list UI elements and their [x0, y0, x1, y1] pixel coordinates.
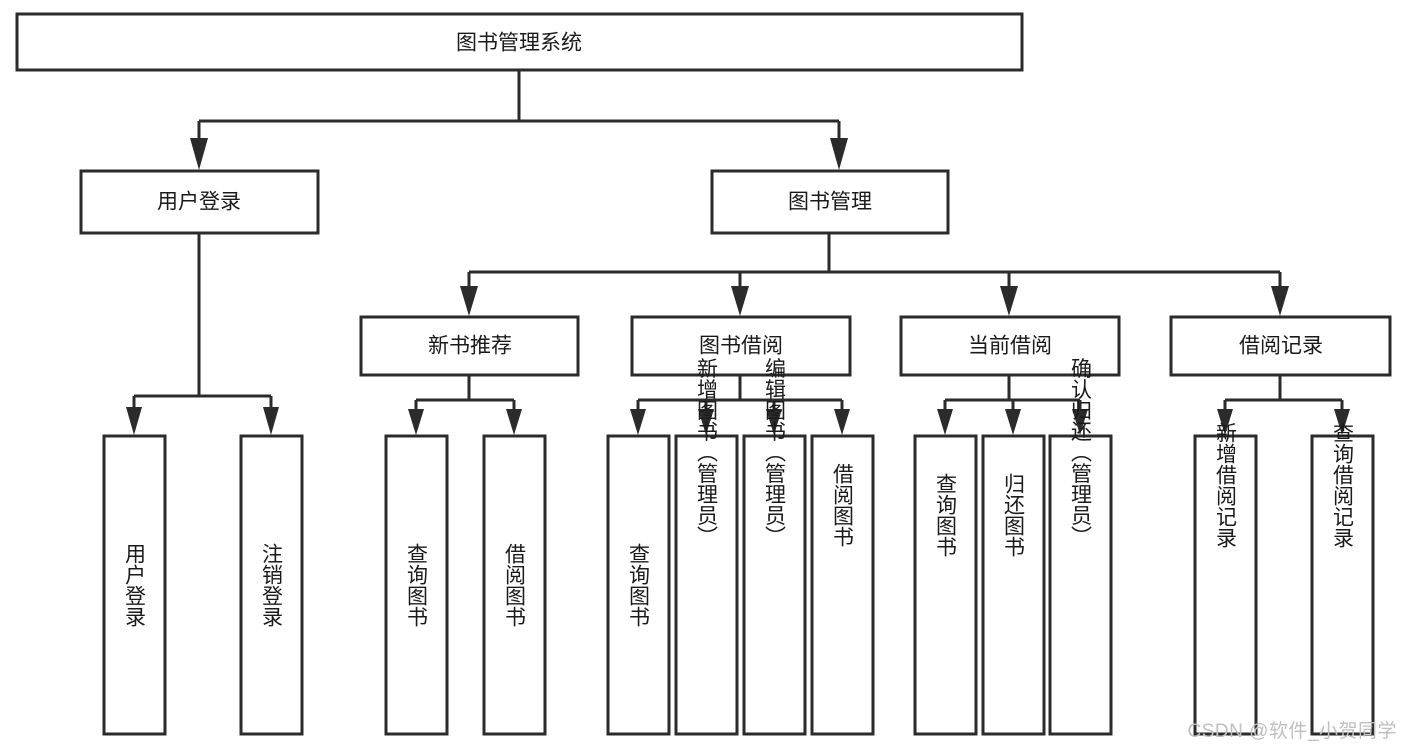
leaf-borrow-book-1-label: 借阅图书 — [503, 543, 527, 627]
leaf-node[interactable]: 用户登录 — [102, 434, 167, 736]
arrow-head-to-current-borrow — [1000, 286, 1018, 316]
node-user-login-box[interactable] — [79, 169, 320, 235]
node-current-borrow-box[interactable] — [899, 315, 1121, 377]
leaf-node[interactable]: 查询图书 — [913, 434, 978, 736]
node-book-management[interactable]: 图书管理 — [710, 169, 950, 235]
node-current-borrow-label: 当前借阅 — [968, 335, 1052, 358]
leaf-node[interactable]: 新增借阅记录 — [1193, 422, 1258, 736]
leaf-query-book-2-box[interactable] — [606, 434, 671, 736]
node-book-borrow-box[interactable] — [630, 315, 852, 377]
leaf-node[interactable]: 归还图书 — [981, 434, 1046, 736]
arrow-head-to-login — [190, 138, 208, 170]
leaf-add-record-box[interactable] — [1193, 434, 1258, 736]
connector-group-root — [190, 70, 848, 170]
arrow-head-leaf-query-book-3 — [937, 409, 953, 435]
node-borrow-record-label: 借阅记录 — [1239, 335, 1323, 358]
arrow-head-leaf-query-book-2 — [630, 409, 646, 435]
leaf-node[interactable]: 新增图书（管理员） — [674, 358, 739, 736]
leaf-query-book-2-label: 查询图书 — [627, 543, 651, 627]
leaf-add-record-label: 新增借阅记录 — [1214, 422, 1238, 548]
leaf-logout-box[interactable] — [239, 434, 304, 736]
leaf-node[interactable]: 借阅图书 — [810, 434, 875, 736]
leaf-node[interactable]: 查询图书 — [384, 434, 449, 736]
leaf-query-record-label: 查询借阅记录 — [1331, 422, 1355, 548]
arrow-head-leaf-confirm-return — [1072, 409, 1088, 435]
node-root[interactable]: 图书管理系统 — [15, 12, 1024, 72]
node-borrow-record[interactable]: 借阅记录 — [1169, 315, 1392, 377]
node-user-login[interactable]: 用户登录 — [79, 169, 320, 235]
leaf-node[interactable]: 注销登录 — [239, 434, 304, 736]
leaf-query-book-1-label: 查询图书 — [405, 543, 429, 627]
connector-group-borrow-record — [1217, 375, 1350, 435]
arrow-head-leaf-user-login — [126, 407, 142, 435]
leaf-borrow-book-2-label: 借阅图书 — [831, 463, 855, 547]
node-book-borrow-label: 图书借阅 — [699, 335, 783, 358]
arrow-head-leaf-query-book-1 — [408, 409, 424, 435]
arrow-head-leaf-edit-book — [766, 409, 782, 435]
arrow-head-to-new-book — [460, 286, 478, 316]
leaf-borrow-book-2-box[interactable] — [810, 434, 875, 736]
connector-group-current-borrow — [937, 375, 1088, 435]
leaf-return-book-box[interactable] — [981, 434, 1046, 736]
leaf-query-book-3-label: 查询图书 — [934, 473, 958, 557]
leaf-node[interactable]: 查询借阅记录 — [1310, 422, 1375, 736]
node-new-book-recommend[interactable]: 新书推荐 — [359, 315, 580, 377]
leaf-add-book-label: 新增图书（管理员） — [695, 358, 719, 547]
leaf-query-book-3-box[interactable] — [913, 434, 978, 736]
arrow-head-to-borrow-record — [1271, 286, 1289, 316]
leaf-user-login-label: 用户登录 — [123, 543, 147, 627]
node-root-label: 图书管理系统 — [456, 32, 582, 55]
arrow-head-to-book-borrow — [731, 286, 749, 316]
leaf-query-book-1-box[interactable] — [384, 434, 449, 736]
arrow-head-leaf-borrow-book-2 — [834, 409, 850, 435]
leaf-logout-label: 注销登录 — [260, 543, 284, 627]
connector-group-book-management — [460, 233, 1289, 316]
arrow-head-to-bookmgmt — [830, 138, 848, 170]
connector-group-book-borrow — [630, 375, 850, 435]
leaf-edit-book-label: 编辑图书（管理员） — [763, 358, 787, 547]
node-book-management-label: 图书管理 — [788, 191, 872, 214]
arrow-head-leaf-add-book — [698, 409, 714, 435]
arrow-head-leaf-add-record — [1217, 409, 1233, 435]
leaf-add-book-box[interactable] — [674, 434, 739, 736]
arrow-head-leaf-query-record — [1334, 409, 1350, 435]
node-book-management-box[interactable] — [710, 169, 950, 235]
connector-group-user-login — [126, 233, 279, 435]
leaf-query-record-box[interactable] — [1310, 434, 1375, 736]
leaf-node[interactable]: 查询图书 — [606, 434, 671, 736]
node-current-borrow[interactable]: 当前借阅 — [899, 315, 1121, 377]
connector-group-new-book — [408, 375, 522, 435]
arrow-head-leaf-logout — [263, 407, 279, 435]
node-root-box[interactable] — [15, 12, 1024, 72]
node-user-login-label: 用户登录 — [157, 191, 241, 214]
leaf-return-book-label: 归还图书 — [1002, 473, 1026, 557]
leaf-node[interactable]: 确认归还（管理员） — [1048, 358, 1113, 736]
node-new-book-recommend-box[interactable] — [359, 315, 580, 377]
leaf-user-login-box[interactable] — [102, 434, 167, 736]
leaf-edit-book-box[interactable] — [742, 434, 807, 736]
leaf-node[interactable]: 借阅图书 — [482, 434, 547, 736]
arrow-head-leaf-return-book — [1005, 409, 1021, 435]
node-borrow-record-box[interactable] — [1169, 315, 1392, 377]
node-book-borrow[interactable]: 图书借阅 — [630, 315, 852, 377]
leaf-node[interactable]: 编辑图书（管理员） — [742, 358, 807, 736]
node-new-book-recommend-label: 新书推荐 — [428, 335, 512, 358]
arrow-head-leaf-borrow-book-1 — [506, 409, 522, 435]
leaf-borrow-book-1-box[interactable] — [482, 434, 547, 736]
leaf-confirm-return-box[interactable] — [1048, 434, 1113, 736]
leaf-confirm-return-label: 确认归还（管理员） — [1069, 358, 1093, 547]
